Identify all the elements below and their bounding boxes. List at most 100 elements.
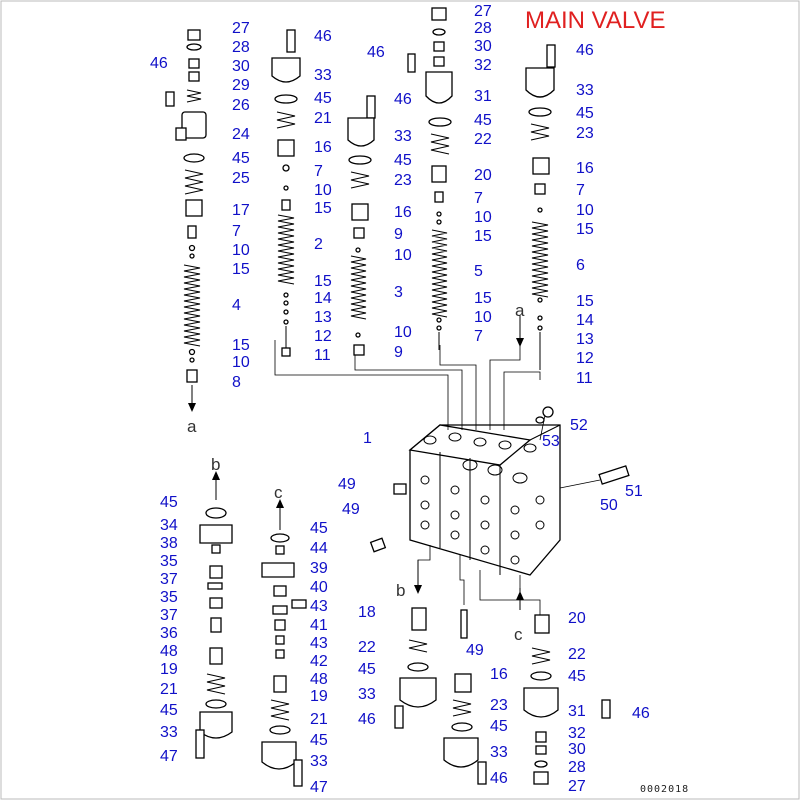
callout: 34 <box>160 517 178 534</box>
callout: 43 <box>310 598 328 615</box>
callout: 45 <box>490 718 508 735</box>
callout: 10 <box>232 354 250 371</box>
callout: 52 <box>570 417 588 434</box>
callout: 32 <box>568 725 586 742</box>
callouts-bottom-right: 20 22 45 31 46 32 30 28 27 <box>568 610 650 795</box>
callout: 15 <box>576 293 594 310</box>
callout: 12 <box>314 328 332 345</box>
callout: 3 <box>394 284 403 301</box>
callout: 23 <box>576 125 594 142</box>
callout: 10 <box>314 182 332 199</box>
callout: 24 <box>232 126 250 143</box>
callout: 46 <box>394 91 412 108</box>
callout: 33 <box>576 82 594 99</box>
callout: 15 <box>474 290 492 307</box>
callouts-col4: 27 28 30 32 46 31 45 22 20 7 10 15 5 15 … <box>367 3 492 345</box>
callout: 10 <box>474 309 492 326</box>
callout: 10 <box>232 242 250 259</box>
callout: 22 <box>474 131 492 148</box>
callout: 9 <box>394 226 403 243</box>
callout: 15 <box>232 261 250 278</box>
callout: 45 <box>568 668 586 685</box>
callout: 16 <box>394 204 412 221</box>
drawing-code: 0002018 <box>640 784 689 795</box>
part-column-3 <box>347 95 376 356</box>
callout: 37 <box>160 571 178 588</box>
callout: 22 <box>358 639 376 656</box>
direction-mark-c-top: c <box>274 483 283 502</box>
callout: 14 <box>314 290 332 307</box>
bottom-mid-stack <box>261 499 307 787</box>
callout: 36 <box>160 625 178 642</box>
callout: 14 <box>576 312 594 329</box>
callout: 48 <box>160 643 178 660</box>
callout: 21 <box>160 681 178 698</box>
part-column-4 <box>407 7 453 350</box>
callout: 45 <box>310 732 328 749</box>
callout: 7 <box>474 190 483 207</box>
callout: 16 <box>314 139 332 156</box>
callout: 18 <box>358 604 376 621</box>
callout: 19 <box>310 688 328 705</box>
callout: 45 <box>160 494 178 511</box>
callout: 43 <box>310 635 328 652</box>
callout: 51 <box>625 483 643 500</box>
callout: 7 <box>314 163 323 180</box>
direction-mark-b-bottom: b <box>396 581 405 600</box>
callout: 12 <box>576 350 594 367</box>
callout: 13 <box>576 331 594 348</box>
part-column-2 <box>271 29 301 357</box>
bottom-right-stack <box>523 614 611 785</box>
callout: 10 <box>576 202 594 219</box>
part-column-1 <box>165 29 207 412</box>
callout: 45 <box>576 105 594 122</box>
callout: 23 <box>394 172 412 189</box>
callout: 31 <box>568 703 586 720</box>
callout: 46 <box>314 28 332 45</box>
callout: 46 <box>358 711 376 728</box>
valve-body <box>274 340 601 615</box>
callout: 45 <box>310 520 328 537</box>
callout: 21 <box>310 711 328 728</box>
callout: 20 <box>474 167 492 184</box>
callout: 39 <box>310 560 328 577</box>
callout: 9 <box>394 344 403 361</box>
callout: 27 <box>232 20 250 37</box>
callout: 46 <box>490 770 508 787</box>
callout: 5 <box>474 263 483 280</box>
callout: 33 <box>314 67 332 84</box>
callout: 33 <box>160 724 178 741</box>
callout: 28 <box>232 39 250 56</box>
callout: 53 <box>542 433 560 450</box>
callout: 38 <box>160 535 178 552</box>
callout: 4 <box>232 297 241 314</box>
callout: 11 <box>314 347 331 364</box>
callout: 35 <box>160 553 178 570</box>
callouts-body: 1 52 53 49 49 51 50 <box>338 417 643 518</box>
callout: 49 <box>466 642 484 659</box>
direction-mark-a-right: a <box>515 301 525 320</box>
callout: 13 <box>314 309 332 326</box>
callout: 15 <box>232 337 250 354</box>
callout: 28 <box>474 20 492 37</box>
callout: 33 <box>310 753 328 770</box>
callout: 20 <box>568 610 586 627</box>
callouts-col3: 46 33 45 23 16 9 10 3 10 9 <box>394 91 412 361</box>
callout: 10 <box>394 247 412 264</box>
callouts-bottom-mid: 45 44 39 40 43 41 43 42 48 19 21 45 33 4… <box>310 520 328 796</box>
callout: 16 <box>576 160 594 177</box>
callout: 30 <box>232 58 250 75</box>
part-column-5 <box>516 44 556 370</box>
bottom-center-stack <box>394 560 524 785</box>
callout: 49 <box>342 501 360 518</box>
callout: 44 <box>310 540 328 557</box>
callout: 37 <box>160 607 178 624</box>
callout: 6 <box>576 257 585 274</box>
callout: 49 <box>338 476 356 493</box>
callout: 46 <box>632 705 650 722</box>
callout: 35 <box>160 589 178 606</box>
callout: 48 <box>310 671 328 688</box>
